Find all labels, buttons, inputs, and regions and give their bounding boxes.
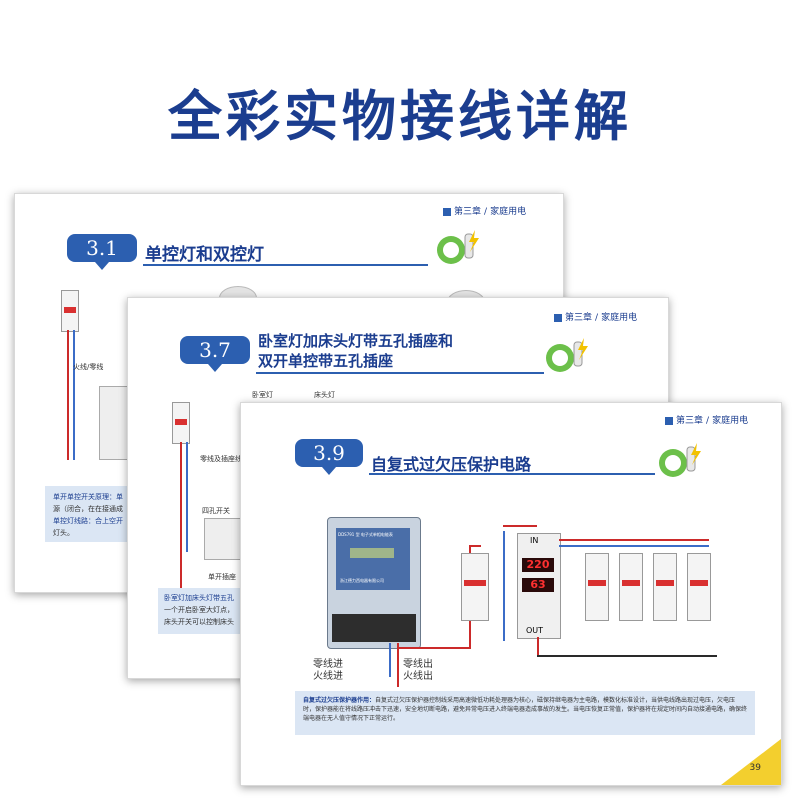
- info-line: 一个开启卧室大灯点，: [164, 606, 234, 614]
- branch-breaker: [585, 553, 609, 621]
- meter-brand: 浙江德力西电器有限公司: [340, 578, 384, 583]
- chapter-name: 家庭用电: [490, 207, 527, 217]
- info-line: 灯头。: [53, 529, 74, 537]
- label-bedroom-lamp: 卧室灯: [252, 391, 273, 399]
- branch-breaker: [619, 553, 643, 621]
- info-line: 床头开关可以控制床头: [164, 618, 234, 626]
- info-text: 自复式过欠压保护器作用：自复式过欠压保护器控制线采用高速微低功耗处理器为核心，磁…: [303, 696, 747, 723]
- section-badge: 3.7: [180, 336, 250, 372]
- section-title: 单控灯和双控灯: [145, 245, 264, 265]
- switch-box: [204, 518, 242, 560]
- protector-in-label: IN: [530, 536, 539, 545]
- chapter-tag: 第三章/家庭用电: [665, 413, 748, 426]
- chapter-square-icon: [443, 207, 451, 216]
- label-neutral: 零线及插座线: [200, 455, 242, 463]
- corner-triangle: [721, 739, 781, 785]
- chapter-square-icon: [554, 313, 562, 322]
- protector-display-top: 220: [522, 558, 554, 572]
- title-underline: [256, 372, 544, 374]
- chapter-tag: 第三章/家庭用电: [443, 204, 526, 217]
- label-live-in: 火线进: [313, 671, 343, 682]
- page-number: 39: [749, 763, 761, 773]
- breaker: [61, 290, 79, 332]
- label-switch: 四孔开关: [202, 507, 230, 515]
- plug-bulb-icon: [546, 338, 588, 372]
- wire-label: 火线/零线: [73, 363, 104, 371]
- chapter-label: 第三章: [454, 207, 482, 217]
- breaker: [172, 402, 190, 444]
- branch-breaker: [687, 553, 711, 621]
- meter-panel: DDS791 型 电子式单相电能表 浙江德力西电器有限公司: [336, 528, 410, 590]
- chapter-label: 第三章: [565, 313, 593, 323]
- info-line: 单开单控开关原理：单: [53, 493, 123, 501]
- chapter-name: 家庭用电: [712, 416, 749, 426]
- section-badge: 3.1: [67, 234, 137, 270]
- info-box: 自复式过欠压保护器作用：自复式过欠压保护器控制线采用高速微低功耗处理器为核心，磁…: [295, 691, 755, 735]
- section-title-line1: 卧室灯加床头灯带五孔插座和: [258, 332, 454, 350]
- chapter-name: 家庭用电: [601, 313, 638, 323]
- info-body: 自复式过欠压保护器控制线采用高速微低功耗处理器为核心，磁保持继电器为主电路，模数…: [303, 697, 748, 722]
- branch-breaker: [653, 553, 677, 621]
- label-bedside-lamp: 床头灯: [314, 391, 335, 399]
- info-line: 单控灯线路：合上空开: [53, 517, 123, 525]
- protector-out-label: OUT: [526, 626, 544, 635]
- chapter-tag: 第三章/家庭用电: [554, 310, 637, 323]
- title-underline: [143, 264, 428, 266]
- headline: 全彩实物接线详解: [168, 85, 632, 148]
- section-title-line2: 双开单控带五孔插座: [258, 352, 394, 370]
- title-underline: [369, 473, 655, 475]
- info-heading: 自复式过欠压保护器作用：: [303, 697, 376, 704]
- main-breaker: [461, 553, 489, 621]
- chapter-square-icon: [665, 416, 673, 425]
- chapter-label: 第三章: [676, 416, 704, 426]
- meter-terminal: [332, 614, 416, 642]
- label-neutral-out: 零线出: [403, 659, 433, 670]
- voltage-protector: IN 220 63 OUT: [517, 533, 561, 639]
- label-neutral-in: 零线进: [313, 659, 343, 670]
- plug-bulb-icon: [437, 230, 479, 264]
- info-line: 卧室灯加床头灯带五孔: [164, 594, 234, 602]
- plug-bulb-icon: [659, 443, 701, 477]
- info-line: 源（闭合，在在接通成: [53, 505, 123, 513]
- meter-model: DDS791 型 电子式单相电能表: [338, 532, 393, 537]
- label-socket: 单开插座: [208, 573, 236, 581]
- meter-display: [350, 548, 394, 558]
- energy-meter: DDS791 型 电子式单相电能表 浙江德力西电器有限公司: [327, 517, 421, 649]
- protector-display-bottom: 63: [522, 578, 554, 592]
- section-title: 自复式过欠压保护电路: [371, 455, 532, 474]
- label-live-out: 火线出: [403, 671, 433, 682]
- section-badge: 3.9: [295, 439, 363, 475]
- page-section-3-9: 第三章/家庭用电 3.9 自复式过欠压保护电路 DDS791 型 电子式单相电能…: [240, 402, 782, 786]
